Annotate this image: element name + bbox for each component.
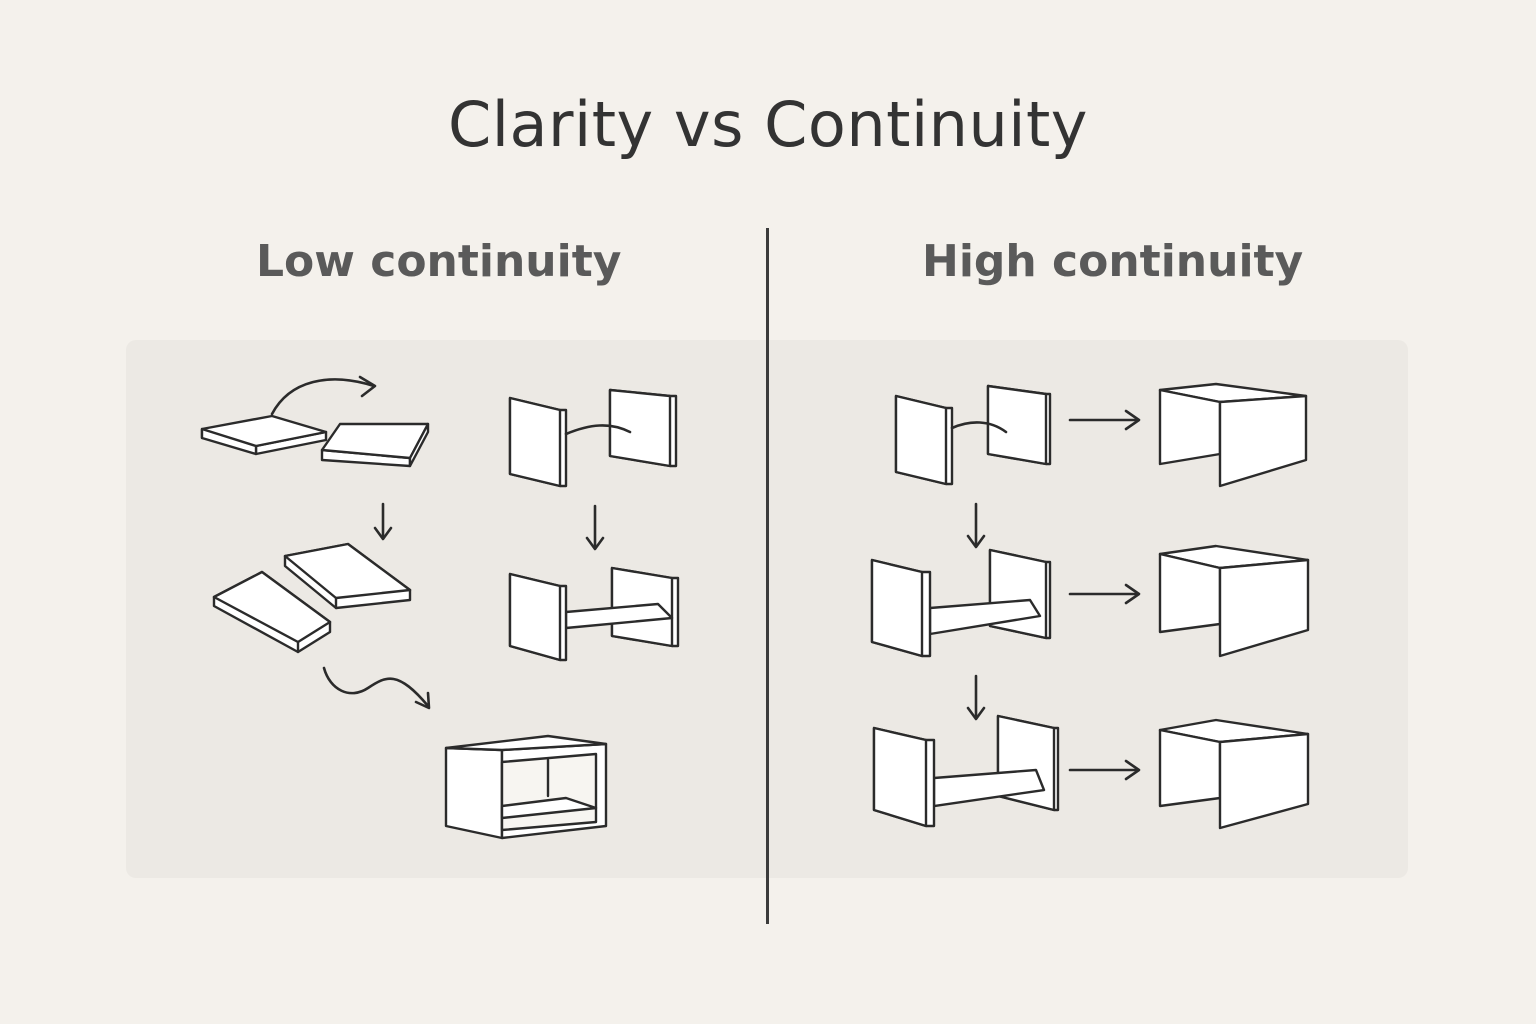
assembled-table-icon [444,734,608,840]
tilted-board-icon [283,542,412,610]
right-arrow-icon [1068,409,1141,431]
panel-shelf-assembly-icon [870,548,1052,658]
down-arrow-icon [373,502,393,541]
right-arrow-icon [1068,583,1141,605]
u-frame-icon [1158,382,1308,488]
wavy-arrow-icon [322,666,431,710]
down-arrow-icon [966,502,986,549]
down-arrow-icon [585,504,605,551]
vertical-panel-icon [508,396,568,488]
vertical-panel-icon [608,388,678,468]
down-arrow-icon [966,674,986,721]
flat-board-icon [320,422,430,468]
high-continuity-heading: High continuity [922,236,1304,287]
vertical-panel-icon [894,394,954,486]
vertical-panel-icon [986,384,1052,466]
panel-shelf-assembly-icon [508,566,680,662]
curved-arrow-icon [270,375,377,416]
u-frame-icon [1158,718,1310,830]
column-divider [766,228,769,924]
connector-line [950,421,1008,434]
flat-board-icon [200,414,328,456]
connector-line [564,424,632,436]
u-frame-icon [1158,544,1310,658]
low-continuity-heading: Low continuity [256,236,622,287]
right-arrow-icon [1068,759,1141,781]
page-title: Clarity vs Continuity [447,88,1088,161]
tilted-board-icon [212,570,332,654]
panel-shelf-assembly-icon [872,714,1060,828]
